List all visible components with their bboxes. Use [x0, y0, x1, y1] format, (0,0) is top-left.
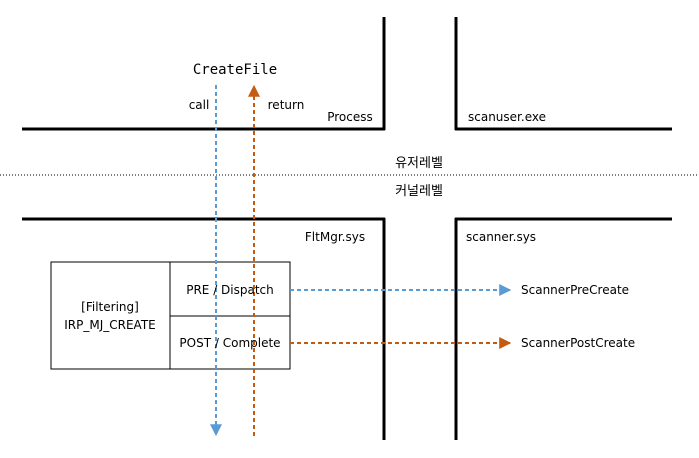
pre-dispatch-label: PRE / Dispatch [186, 283, 274, 297]
api-call-label: CreateFile [193, 62, 277, 78]
irp-mj-create-label: IRP_MJ_CREATE [64, 318, 156, 332]
fltmgr-label: FltMgr.sys [305, 230, 365, 244]
kernel-level-label: 커널레벨 [395, 184, 443, 199]
user-level-label: 유저레벨 [395, 156, 443, 171]
scanner-pre-create-label: ScannerPreCreate [521, 283, 629, 297]
return-label: return [268, 98, 305, 112]
process-label: Process [327, 110, 373, 124]
scanner-post-create-label: ScannerPostCreate [521, 336, 635, 350]
scanuser-label: scanuser.exe [468, 110, 546, 124]
filtering-label: [Filtering] [81, 300, 139, 314]
scanner-sys-label: scanner.sys [466, 230, 536, 244]
post-complete-label: POST / Complete [179, 336, 280, 350]
call-label: call [189, 98, 210, 112]
